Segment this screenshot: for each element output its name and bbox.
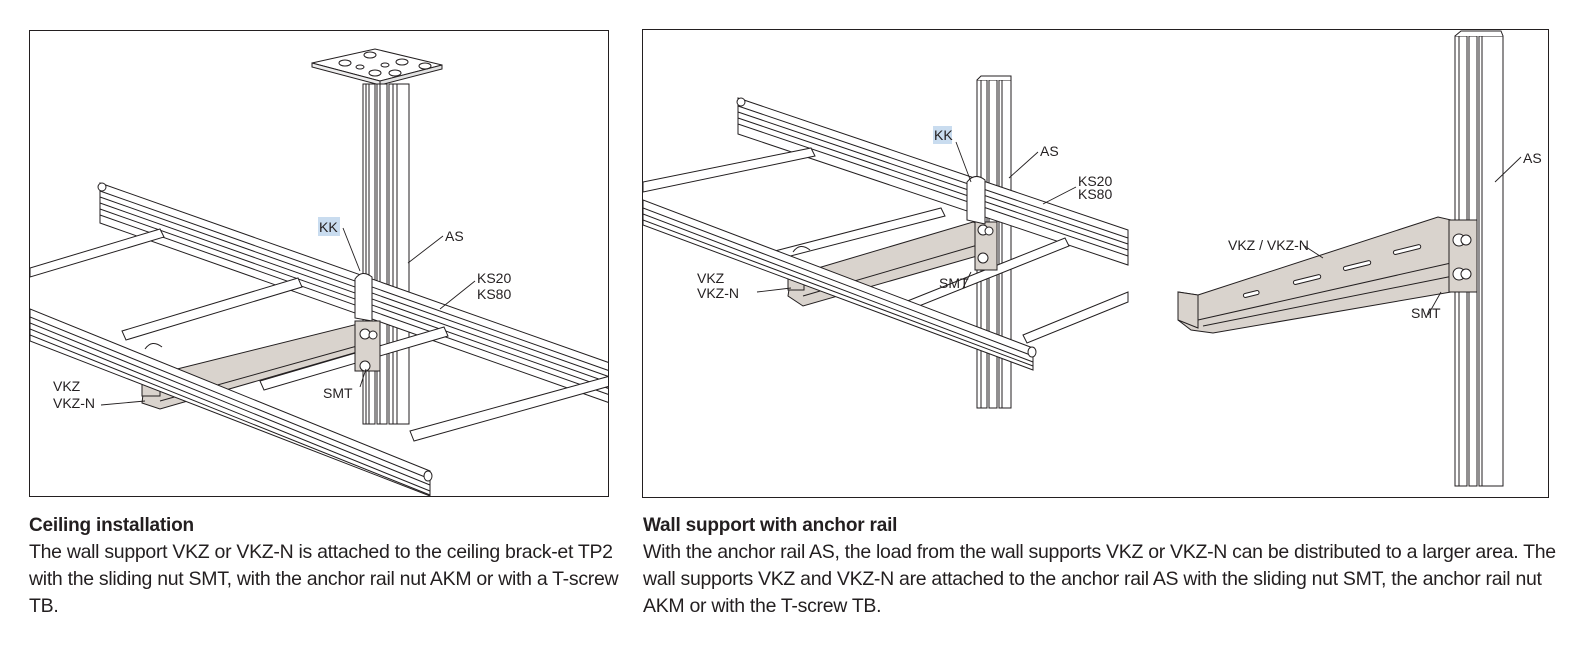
callout-kk: KK xyxy=(319,219,338,235)
wall-support-heading: Wall support with anchor rail xyxy=(643,515,898,536)
callout-vkz-n: VKZ-N xyxy=(697,285,739,301)
cable-clamp xyxy=(354,273,373,322)
callout-detail-vkz-vkz-n: VKZ / VKZ-N xyxy=(1228,237,1309,253)
kk-highlight xyxy=(318,217,340,236)
callout-ks80: KS80 xyxy=(1078,186,1112,202)
callout-as: AS xyxy=(1040,143,1059,159)
cable-ladder-back-rail xyxy=(736,97,1129,266)
kk-highlight xyxy=(933,126,952,144)
wall-support-bracket xyxy=(787,221,998,307)
callout-vkz: VKZ xyxy=(697,270,725,286)
callout-vkz: VKZ xyxy=(53,378,81,394)
wall-support-drawing: KK AS KS20 KS80 VKZ VKZ-N SMT AS VKZ / V… xyxy=(643,30,1542,487)
callout-ks20: KS20 xyxy=(1078,173,1112,189)
wall-support-illustration: KK AS KS20 KS80 VKZ VKZ-N SMT AS VKZ / V… xyxy=(642,29,1549,498)
wall-support-caption: Wall support with anchor rail With the a… xyxy=(643,513,1558,620)
anchor-rail-vertical xyxy=(362,83,410,425)
ceiling-installation-caption: Ceiling installation The wall support VK… xyxy=(29,513,619,620)
wall-support-bracket-detail xyxy=(1177,216,1478,334)
cable-ladder-front-rail xyxy=(30,308,433,496)
wall-support-description: With the anchor rail AS, the load from t… xyxy=(643,541,1556,617)
ceiling-installation-illustration: KK AS KS20 KS80 VKZ VKZ-N SMT xyxy=(29,30,609,497)
cable-ladder-front-rail xyxy=(643,199,1037,371)
ceiling-installation-heading: Ceiling installation xyxy=(29,515,194,536)
callout-kk: KK xyxy=(934,127,953,143)
callout-detail-smt: SMT xyxy=(1411,305,1441,321)
callout-as: AS xyxy=(445,228,464,244)
cable-ladder-rungs xyxy=(30,228,608,442)
cable-clamp xyxy=(966,176,986,225)
callout-detail-as: AS xyxy=(1523,150,1542,166)
callout-smt: SMT xyxy=(323,385,353,401)
callout-ks20: KS20 xyxy=(477,270,511,286)
callout-vkz-n: VKZ-N xyxy=(53,395,95,411)
ceiling-installation-description: The wall support VKZ or VKZ-N is attache… xyxy=(29,541,619,617)
ceiling-installation-drawing: KK AS KS20 KS80 VKZ VKZ-N SMT xyxy=(30,48,608,496)
ceiling-plate xyxy=(311,48,443,86)
callout-smt: SMT xyxy=(939,275,969,291)
cable-ladder-rungs xyxy=(643,147,1129,344)
callout-ks80: KS80 xyxy=(477,286,511,302)
